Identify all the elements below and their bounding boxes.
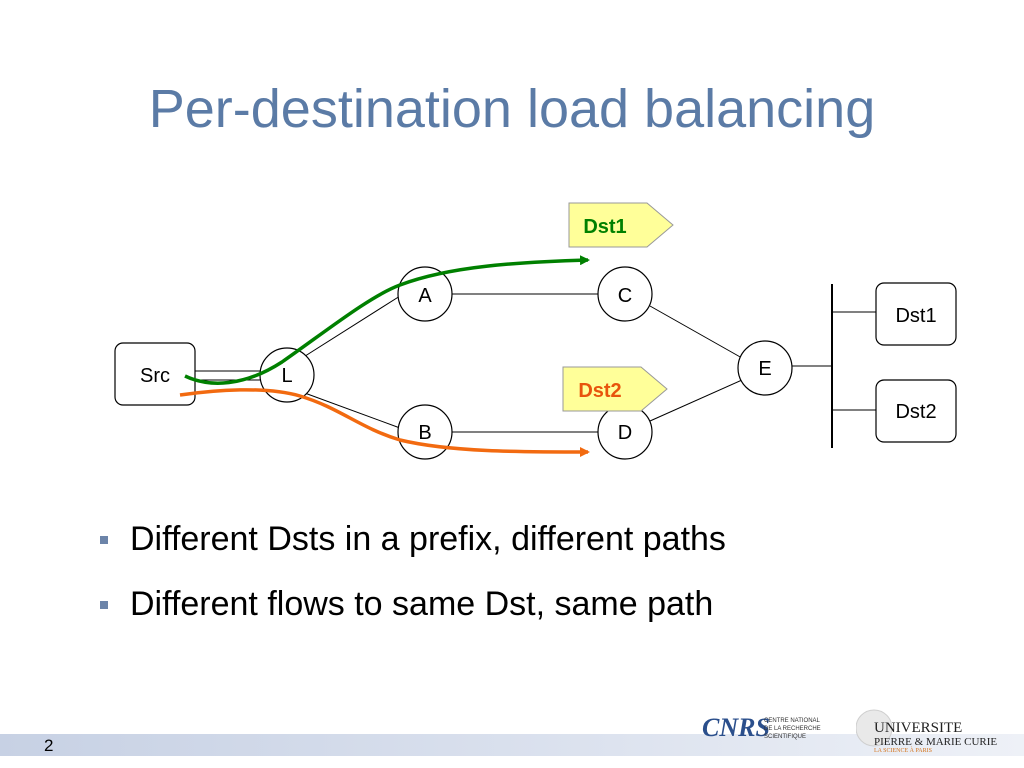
upmc-logo: UNIVERSITE PIERRE & MARIE CURIE LA SCIEN…: [856, 709, 997, 754]
bullet-list: Different Dsts in a prefix, different pa…: [100, 520, 726, 650]
svg-text:Dst1: Dst1: [583, 216, 626, 238]
bullet-item: Different Dsts in a prefix, different pa…: [100, 520, 726, 559]
svg-text:SCIENTIFIQUE: SCIENTIFIQUE: [764, 734, 806, 740]
link-c-e: [649, 305, 743, 359]
node-e: E: [737, 340, 793, 396]
square-bullet-icon: [100, 601, 108, 609]
flow-path-dst1: [184, 255, 590, 385]
node-c: C: [597, 266, 653, 322]
link-l-a: [301, 295, 401, 359]
footer-bar: [0, 734, 1024, 756]
links: [195, 284, 876, 448]
svg-text:L: L: [281, 365, 292, 387]
flag-dst1: Dst1: [568, 202, 674, 248]
flag-dst2: Dst2: [562, 366, 668, 412]
flow-path-dst2: [179, 388, 590, 457]
link-d-e: [649, 379, 743, 422]
svg-text:B: B: [418, 422, 431, 444]
svg-text:A: A: [418, 285, 432, 307]
bullet-text: Different Dsts in a prefix, different pa…: [130, 520, 726, 558]
host-src: Src: [114, 342, 196, 406]
svg-text:CNRS: CNRS: [702, 713, 770, 742]
svg-text:Dst2: Dst2: [578, 380, 621, 402]
svg-text:CENTRE NATIONAL: CENTRE NATIONAL: [764, 718, 821, 724]
svg-text:C: C: [618, 285, 632, 307]
svg-text:LA SCIENCE À PARIS: LA SCIENCE À PARIS: [874, 746, 932, 754]
svg-text:Src: Src: [140, 365, 170, 387]
cnrs-logo: CNRS CENTRE NATIONAL DE LA RECHERCHE SCI…: [702, 713, 821, 742]
slide-title: Per-destination load balancing: [148, 79, 876, 139]
node-a: A: [397, 266, 453, 322]
svg-text:PIERRE & MARIE CURIE: PIERRE & MARIE CURIE: [874, 736, 997, 748]
svg-text:E: E: [758, 358, 771, 380]
host-dst1: Dst1: [875, 282, 957, 346]
node-b: B: [397, 404, 453, 460]
host-dst2: Dst2: [875, 379, 957, 443]
square-bullet-icon: [100, 536, 108, 544]
page-number: 2: [44, 736, 54, 755]
bullet-item: Different flows to same Dst, same path: [100, 585, 726, 624]
link-l-b: [301, 391, 401, 429]
svg-text:Dst2: Dst2: [895, 401, 936, 423]
svg-text:UNIVERSITE: UNIVERSITE: [874, 720, 962, 736]
svg-text:Dst1: Dst1: [895, 305, 936, 327]
svg-text:DE LA RECHERCHE: DE LA RECHERCHE: [764, 726, 821, 732]
node-d: D: [597, 404, 653, 460]
bullet-text: Different flows to same Dst, same path: [130, 585, 714, 623]
svg-text:D: D: [618, 422, 632, 444]
